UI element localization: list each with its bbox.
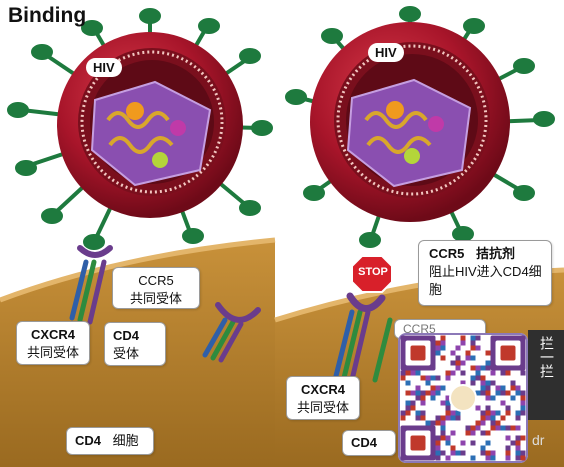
left-capsid [90,80,212,187]
corner-text: dr [532,432,545,448]
left-cxcr4-sub: 共同受体 [26,345,79,360]
left-ccr5-callout: CCR5 共同受体 [112,267,200,309]
qr-code-pattern [400,335,526,461]
right-cxcr4-sub: 共同受体 [296,400,349,415]
right-capsid [346,78,472,188]
left-rna [106,111,174,154]
right-cell-callout: CD4 [342,430,396,456]
antagonist-callout: CCR5 拮抗剂 阻止HIV进入CD4细胞 [418,240,552,306]
left-enzyme-orange [126,102,144,120]
left-coreceptor-2 [202,302,261,363]
left-cxcr4-callout: CXCR4 共同受体 [16,321,90,365]
left-enzyme-green [152,152,168,168]
right-rna [364,111,432,154]
right-ccr5-label: CCR5 [403,322,436,336]
qr-code-frame[interactable] [398,333,528,463]
left-cd4-callout: CD4 受体 [104,322,166,366]
right-virus-label: HIV [368,43,404,62]
left-cd4-label: CD4 [113,328,140,343]
side-tab[interactable]: 拦一拦 [528,330,564,420]
stop-sign [351,255,393,293]
stop-sign-label: STOP [358,266,388,278]
left-cell-membrane [0,237,276,303]
right-cell-label: CD4 [351,435,378,450]
left-ccr5-sub: 共同受体 [129,291,182,306]
left-panel [0,8,276,467]
right-cxcr4-label: CXCR4 [300,382,346,397]
diagram-title: Binding [8,4,87,27]
left-cell-sub: 细胞 [112,433,139,448]
left-ccr5-label: CCR5 [138,273,174,288]
antagonist-title: CCR5 [429,246,465,261]
right-enzyme-green [404,148,420,164]
right-cxcr4-callout: CXCR4 共同受体 [286,376,360,420]
left-cxcr4-label: CXCR4 [30,327,76,342]
left-cell-callout: CD4 细胞 [66,427,154,455]
right-enzyme-magenta [428,116,444,132]
side-tab-text: 拦一拦 [538,336,554,378]
left-cd4-receptor [69,245,113,325]
right-receptors [332,292,393,387]
qr-center-logo [449,384,477,412]
right-enzyme-orange [386,101,404,119]
antagonist-title-cn: 拮抗剂 [476,246,516,261]
left-virus-label: HIV [86,58,122,77]
left-cd4-sub: 受体 [113,346,140,361]
left-enzyme-magenta [170,120,186,136]
antagonist-desc: 阻止HIV进入CD4细胞 [429,264,542,297]
left-cell-label: CD4 [75,433,102,448]
